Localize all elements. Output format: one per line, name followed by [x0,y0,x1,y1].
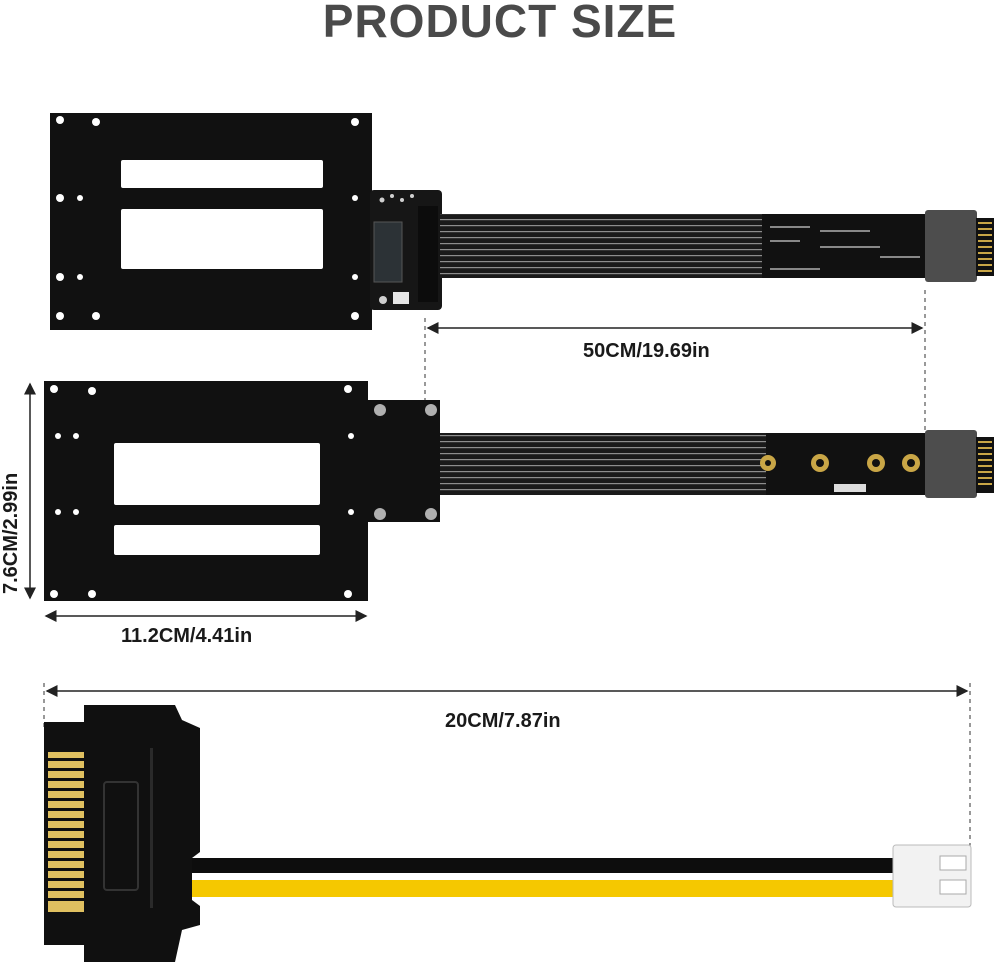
black-wire [190,858,898,873]
label-bracket-height: 7.6CM/2.99in [0,472,22,594]
m2-connector-top [925,210,994,282]
m2-connector-bottom [925,430,994,498]
ribbon-cable-bottom [440,433,770,495]
pcb-adapter-top [370,190,442,310]
dimension-power-cable-length [43,683,971,860]
power-wires [190,858,898,897]
bracket-holes-bottom [50,385,354,598]
label-cable-length: 50CM/19.69in [583,340,710,362]
yellow-wire [190,880,898,897]
page-title: PRODUCT SIZE [322,0,678,47]
bracket-slot-lower [121,209,323,269]
m2-board-bottom [760,433,928,495]
bracket-slot-upper [114,443,320,505]
label-power-cable-length: 20CM/7.87in [445,710,561,732]
dimension-cable-length [424,290,926,430]
ribbon-cable-top [440,214,930,278]
label-bracket-width: 11.2CM/4.41in [121,625,253,647]
sata-power-connector [44,705,200,962]
bracket-bottom-view [44,381,440,601]
bracket-slot-lower [114,525,320,555]
bracket-holes-top [56,116,359,320]
bracket-top-view [50,113,372,330]
bracket-slot-upper [121,160,323,188]
jst-connector [892,844,972,908]
